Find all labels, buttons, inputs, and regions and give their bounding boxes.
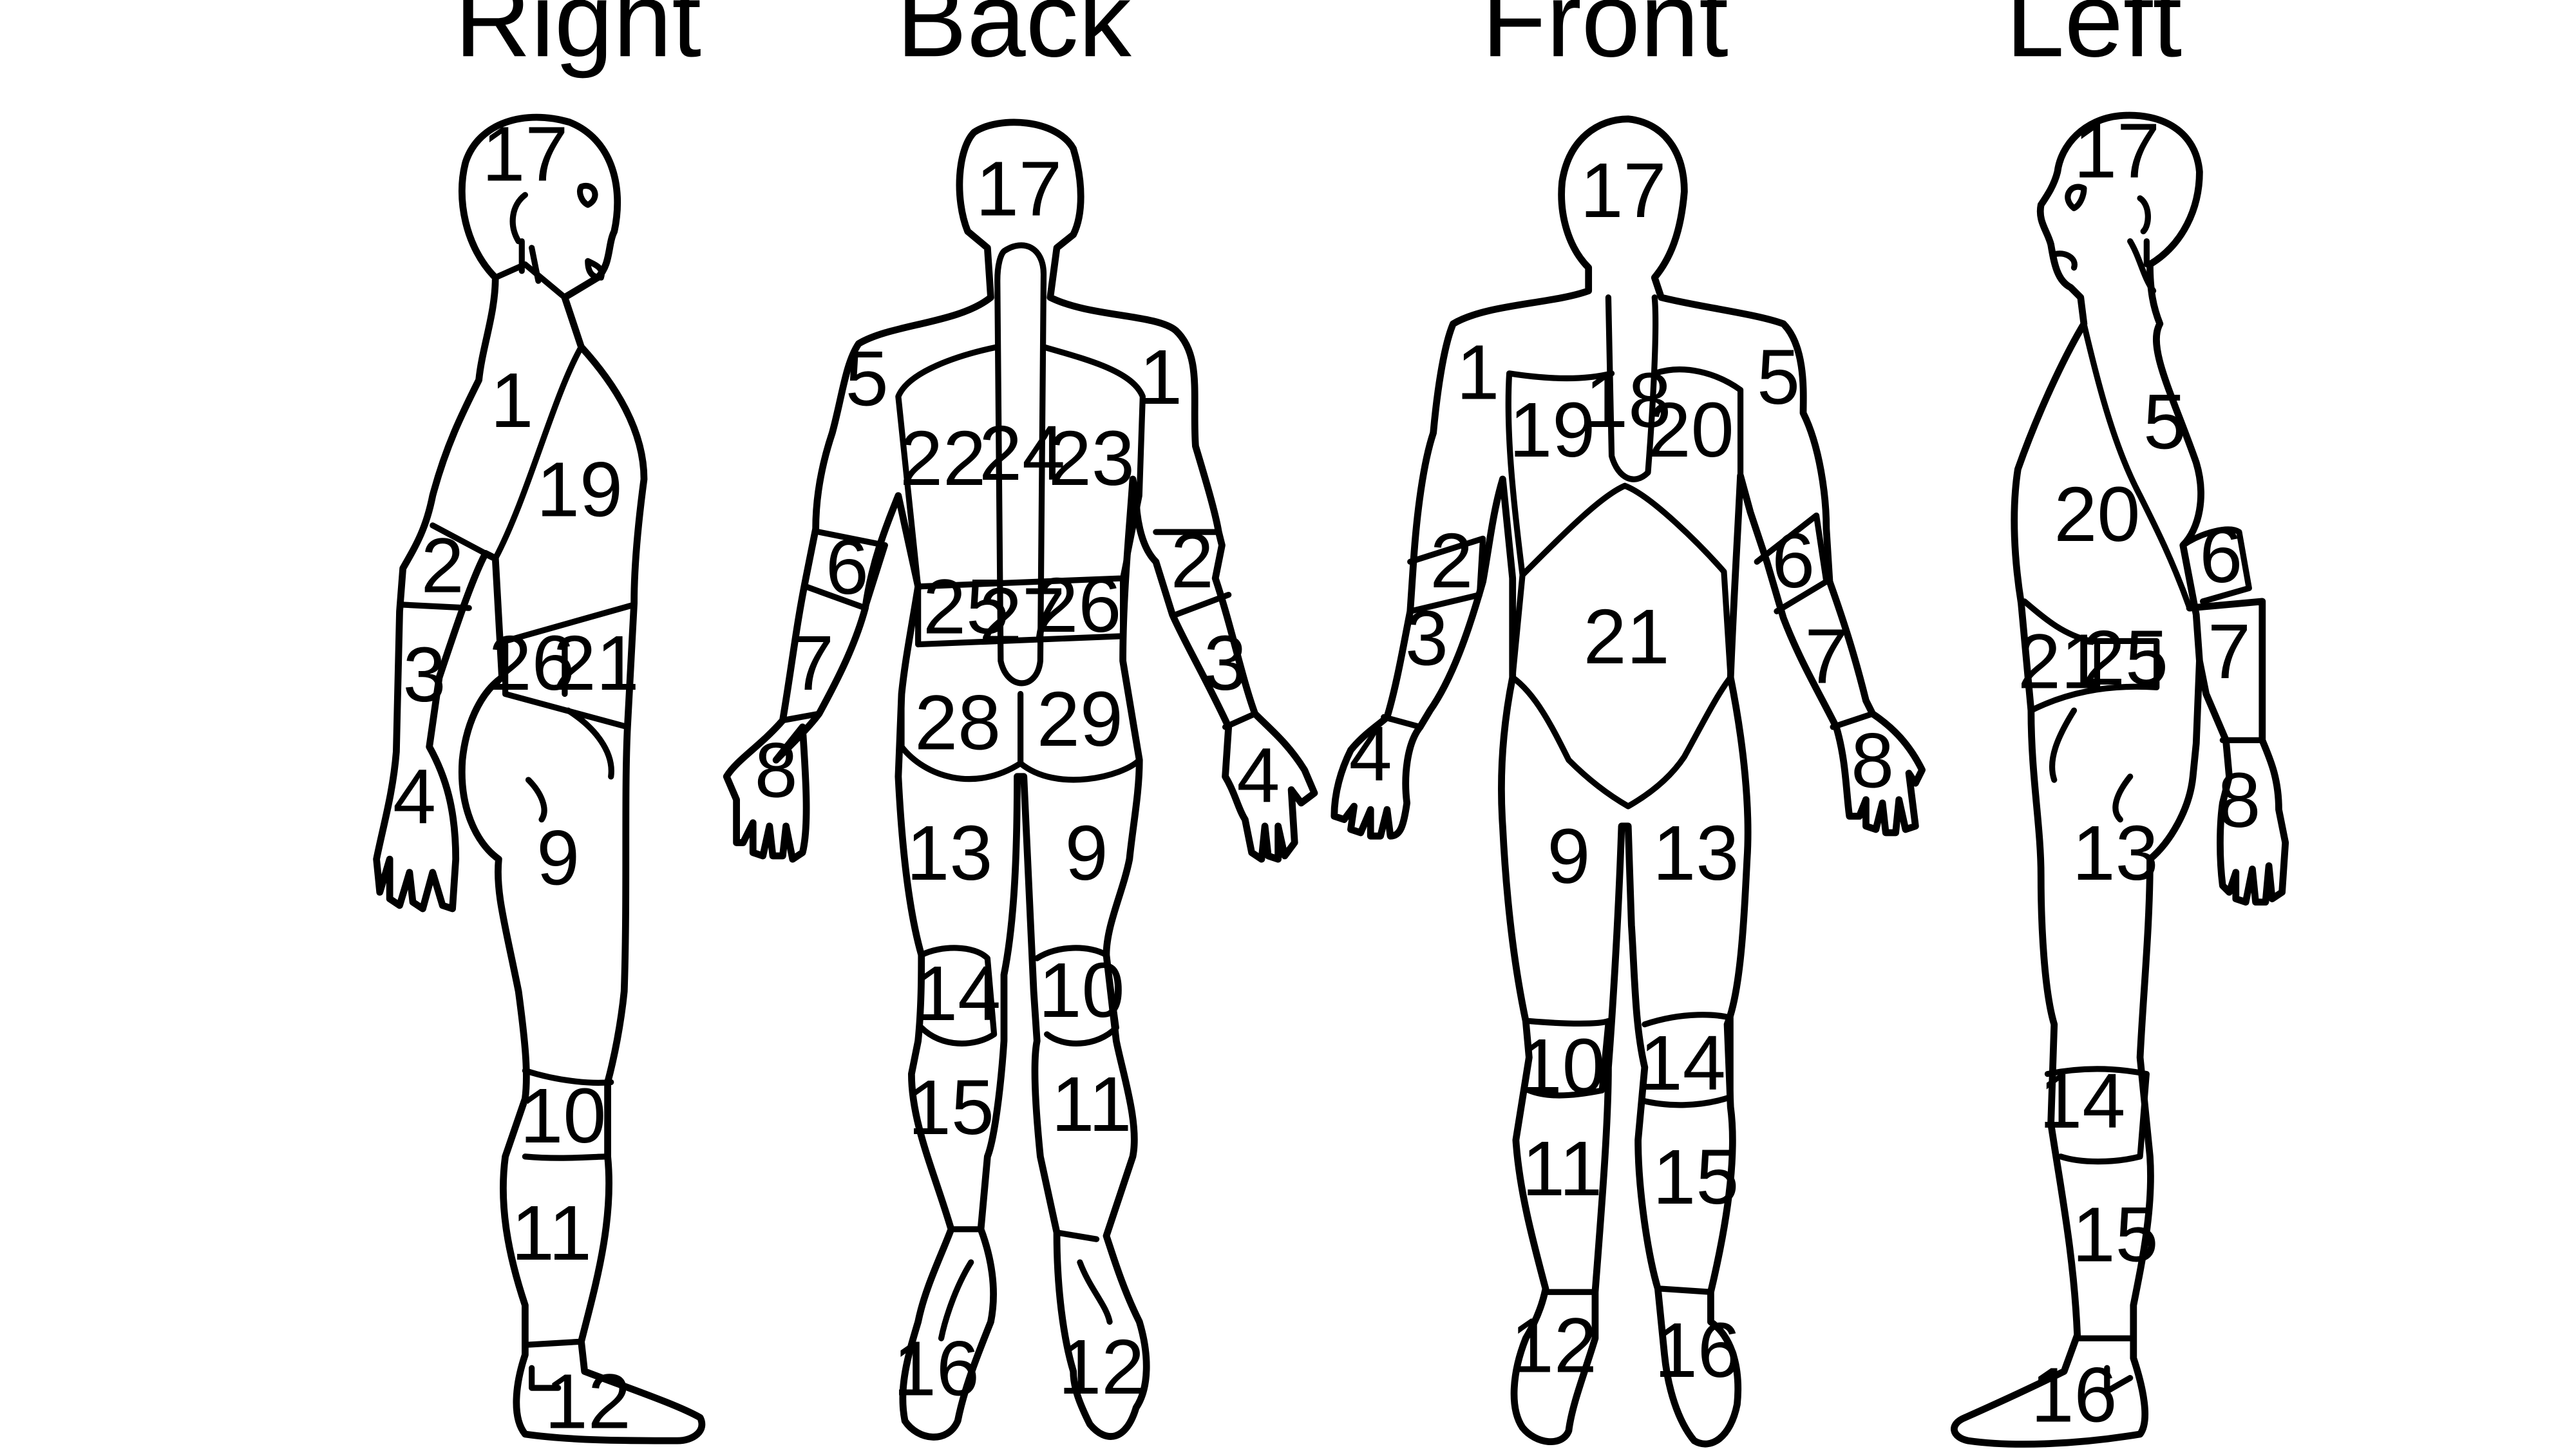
figure-front-outline (1331, 115, 1926, 1448)
region-label: 13 (906, 810, 992, 896)
seam-back (779, 242, 1258, 1341)
region-label: 27 (979, 571, 1065, 658)
view-title-left: Left (2005, 0, 2182, 79)
region-label: 9 (536, 815, 580, 902)
region-label: 4 (1236, 732, 1280, 819)
region-label: 8 (1851, 717, 1894, 804)
view-title-back: Back (896, 0, 1132, 79)
seam-right (400, 182, 638, 1391)
region-label: 15 (908, 1064, 994, 1151)
region-label: 20 (1648, 386, 1734, 473)
region-label: 13 (1653, 810, 1739, 896)
region-label: 7 (2208, 608, 2251, 695)
figure-right-outline (373, 113, 706, 1444)
region-label: 11 (1522, 1125, 1602, 1212)
region-label: 16 (893, 1325, 980, 1412)
region-label: 15 (2072, 1191, 2159, 1278)
region-label: 24 (979, 410, 1065, 497)
region-label: 20 (2054, 471, 2140, 558)
region-label: 29 (1037, 676, 1123, 762)
region-label: 10 (1519, 1023, 1605, 1110)
region-label: 12 (1058, 1323, 1144, 1410)
region-label: 8 (2217, 757, 2260, 844)
region-label: 10 (1038, 947, 1124, 1034)
region-label: 16 (1654, 1307, 1741, 1394)
region-label: 2 (1430, 517, 1473, 604)
figure-back-outline (723, 118, 1318, 1441)
view-title-front: Front (1482, 0, 1728, 79)
region-label: 4 (1349, 710, 1392, 797)
seam-front (1381, 294, 1876, 1295)
region-label: 25 (923, 564, 1009, 650)
region-label: 2 (421, 522, 464, 609)
region-label: 2 (1171, 517, 1214, 604)
region-label: 3 (1405, 594, 1448, 681)
region-label: 6 (826, 524, 869, 611)
region-label: 7 (791, 620, 834, 706)
region-label: 14 (914, 950, 1001, 1037)
region-label: 21 (1584, 593, 1670, 680)
region-label: 19 (1509, 386, 1595, 473)
region-label: 3 (1204, 620, 1247, 706)
view-back: Back 17 5 1 22 24 23 6 2 25 27 26 7 3 28… (723, 0, 1318, 1441)
region-label: 5 (846, 336, 889, 422)
region-label: 6 (1772, 517, 1815, 604)
region-label: 4 (393, 753, 436, 840)
region-label: 3 (402, 631, 446, 718)
region-label: 10 (520, 1072, 606, 1159)
view-front: Front 17 1 18 5 19 20 2 6 21 3 7 4 8 9 1… (1331, 0, 1926, 1448)
region-label: 9 (1065, 810, 1108, 896)
region-label: 17 (976, 146, 1062, 232)
region-label: 19 (536, 446, 623, 533)
region-label: 14 (1640, 1019, 1726, 1106)
view-title-right: Right (455, 0, 701, 79)
region-label: 28 (914, 679, 1001, 766)
region-label: 5 (2143, 378, 2186, 465)
region-label: 13 (2072, 810, 2159, 896)
region-label: 11 (511, 1189, 592, 1276)
region-label: 21 (2018, 618, 2104, 705)
region-label: 18 (1585, 357, 1671, 444)
region-label: 7 (1804, 613, 1848, 700)
region-label: 1 (490, 357, 533, 444)
region-label: 26 (489, 620, 575, 706)
region-label: 17 (2074, 108, 2160, 194)
region-label: 12 (545, 1358, 631, 1445)
region-label: 1 (1139, 334, 1182, 421)
region-label: 6 (2199, 512, 2242, 599)
region-label: 11 (1051, 1061, 1132, 1148)
region-label: 17 (1580, 147, 1666, 234)
region-label: 17 (482, 111, 568, 198)
region-label: 22 (900, 415, 986, 502)
region-label: 25 (2082, 614, 2168, 701)
region-label: 9 (1547, 813, 1590, 900)
region-label: 12 (1511, 1302, 1597, 1388)
view-right: Right 17 1 19 2 3 26 21 4 9 10 11 12 (373, 0, 706, 1445)
seam-left (2021, 184, 2266, 1394)
region-label: 14 (2039, 1057, 2125, 1144)
view-left: Left 17 5 20 6 7 21 25 8 13 14 15 16 (1951, 0, 2289, 1448)
region-label: 26 (1035, 562, 1121, 649)
figure-left-outline (1951, 111, 2289, 1448)
region-label: 1 (1456, 328, 1499, 415)
region-label: 8 (755, 727, 798, 814)
region-label: 5 (1757, 334, 1800, 421)
region-label: 16 (2031, 1351, 2117, 1438)
region-label: 15 (1653, 1133, 1739, 1220)
region-label: 23 (1048, 415, 1135, 502)
region-label: 21 (553, 620, 639, 706)
